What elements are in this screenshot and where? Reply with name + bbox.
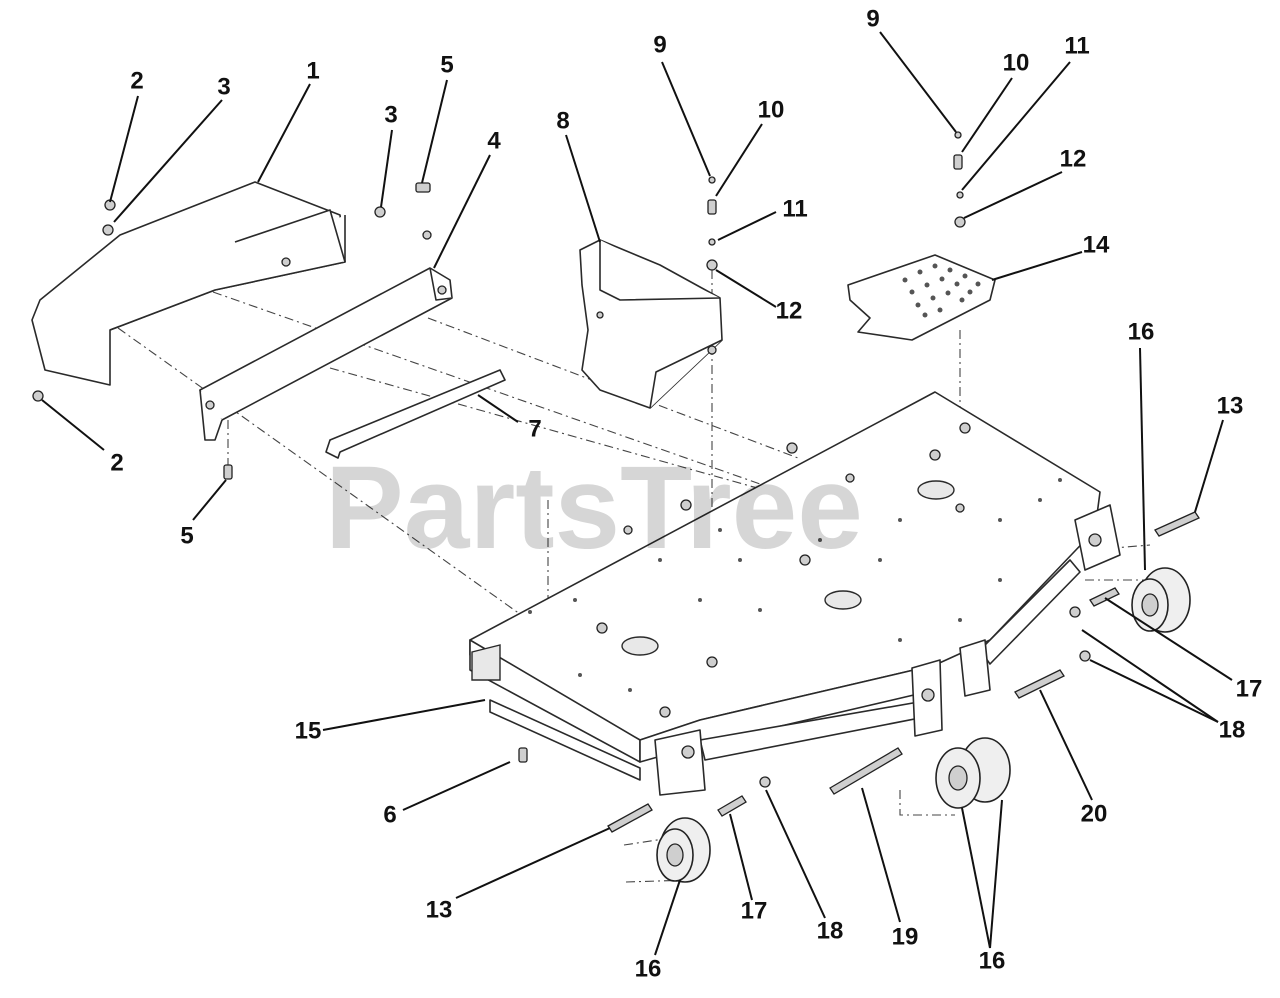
callout-9: 9 <box>653 31 666 58</box>
callout-9: 9 <box>866 5 879 32</box>
callout-17: 17 <box>741 897 768 924</box>
callout-11: 11 <box>1064 32 1089 59</box>
callout-14: 14 <box>1083 231 1110 258</box>
callout-8: 8 <box>556 107 569 134</box>
callout-16: 16 <box>1128 318 1155 345</box>
chute-hinge-bracket <box>199 267 453 441</box>
foot-plate <box>847 254 996 341</box>
callout-10: 10 <box>1003 49 1030 76</box>
callout-labels: 1 2 2 3 3 4 5 5 6 7 8 9 9 10 10 11 11 12… <box>110 5 1262 982</box>
callout-13: 13 <box>1217 392 1244 419</box>
caster-wheel-center <box>935 737 1011 809</box>
callout-4: 4 <box>487 127 501 154</box>
callout-2: 2 <box>110 449 123 476</box>
callout-11: 11 <box>782 195 807 222</box>
callout-7: 7 <box>528 415 541 442</box>
callout-12: 12 <box>776 297 803 324</box>
callout-16: 16 <box>635 955 662 982</box>
callout-20: 20 <box>1081 800 1108 827</box>
watermark: PartsTree <box>325 442 863 574</box>
pins-and-bolts <box>607 511 1200 833</box>
fasteners <box>32 131 1091 788</box>
callout-5: 5 <box>180 522 193 549</box>
callout-15: 15 <box>295 717 322 744</box>
baffle-plate <box>325 369 506 459</box>
callout-19: 19 <box>892 923 919 950</box>
caster-wheel-right <box>1131 567 1191 633</box>
callout-13: 13 <box>426 896 453 923</box>
belt-cover <box>579 239 723 409</box>
callout-2: 2 <box>130 67 143 94</box>
callout-1: 1 <box>306 57 319 84</box>
caster-wheel-left <box>656 817 711 883</box>
callout-18: 18 <box>817 917 844 944</box>
callout-10: 10 <box>758 96 785 123</box>
discharge-chute <box>31 181 346 386</box>
caster-brackets <box>654 504 1121 796</box>
callout-18: 18 <box>1219 716 1246 743</box>
callout-3: 3 <box>384 101 397 128</box>
callout-17: 17 <box>1236 675 1263 702</box>
callout-12: 12 <box>1060 145 1087 172</box>
leader-lines <box>41 31 1233 956</box>
callout-3: 3 <box>217 73 230 100</box>
callout-6: 6 <box>383 801 396 828</box>
callout-16: 16 <box>979 947 1006 974</box>
callout-5: 5 <box>440 51 453 78</box>
